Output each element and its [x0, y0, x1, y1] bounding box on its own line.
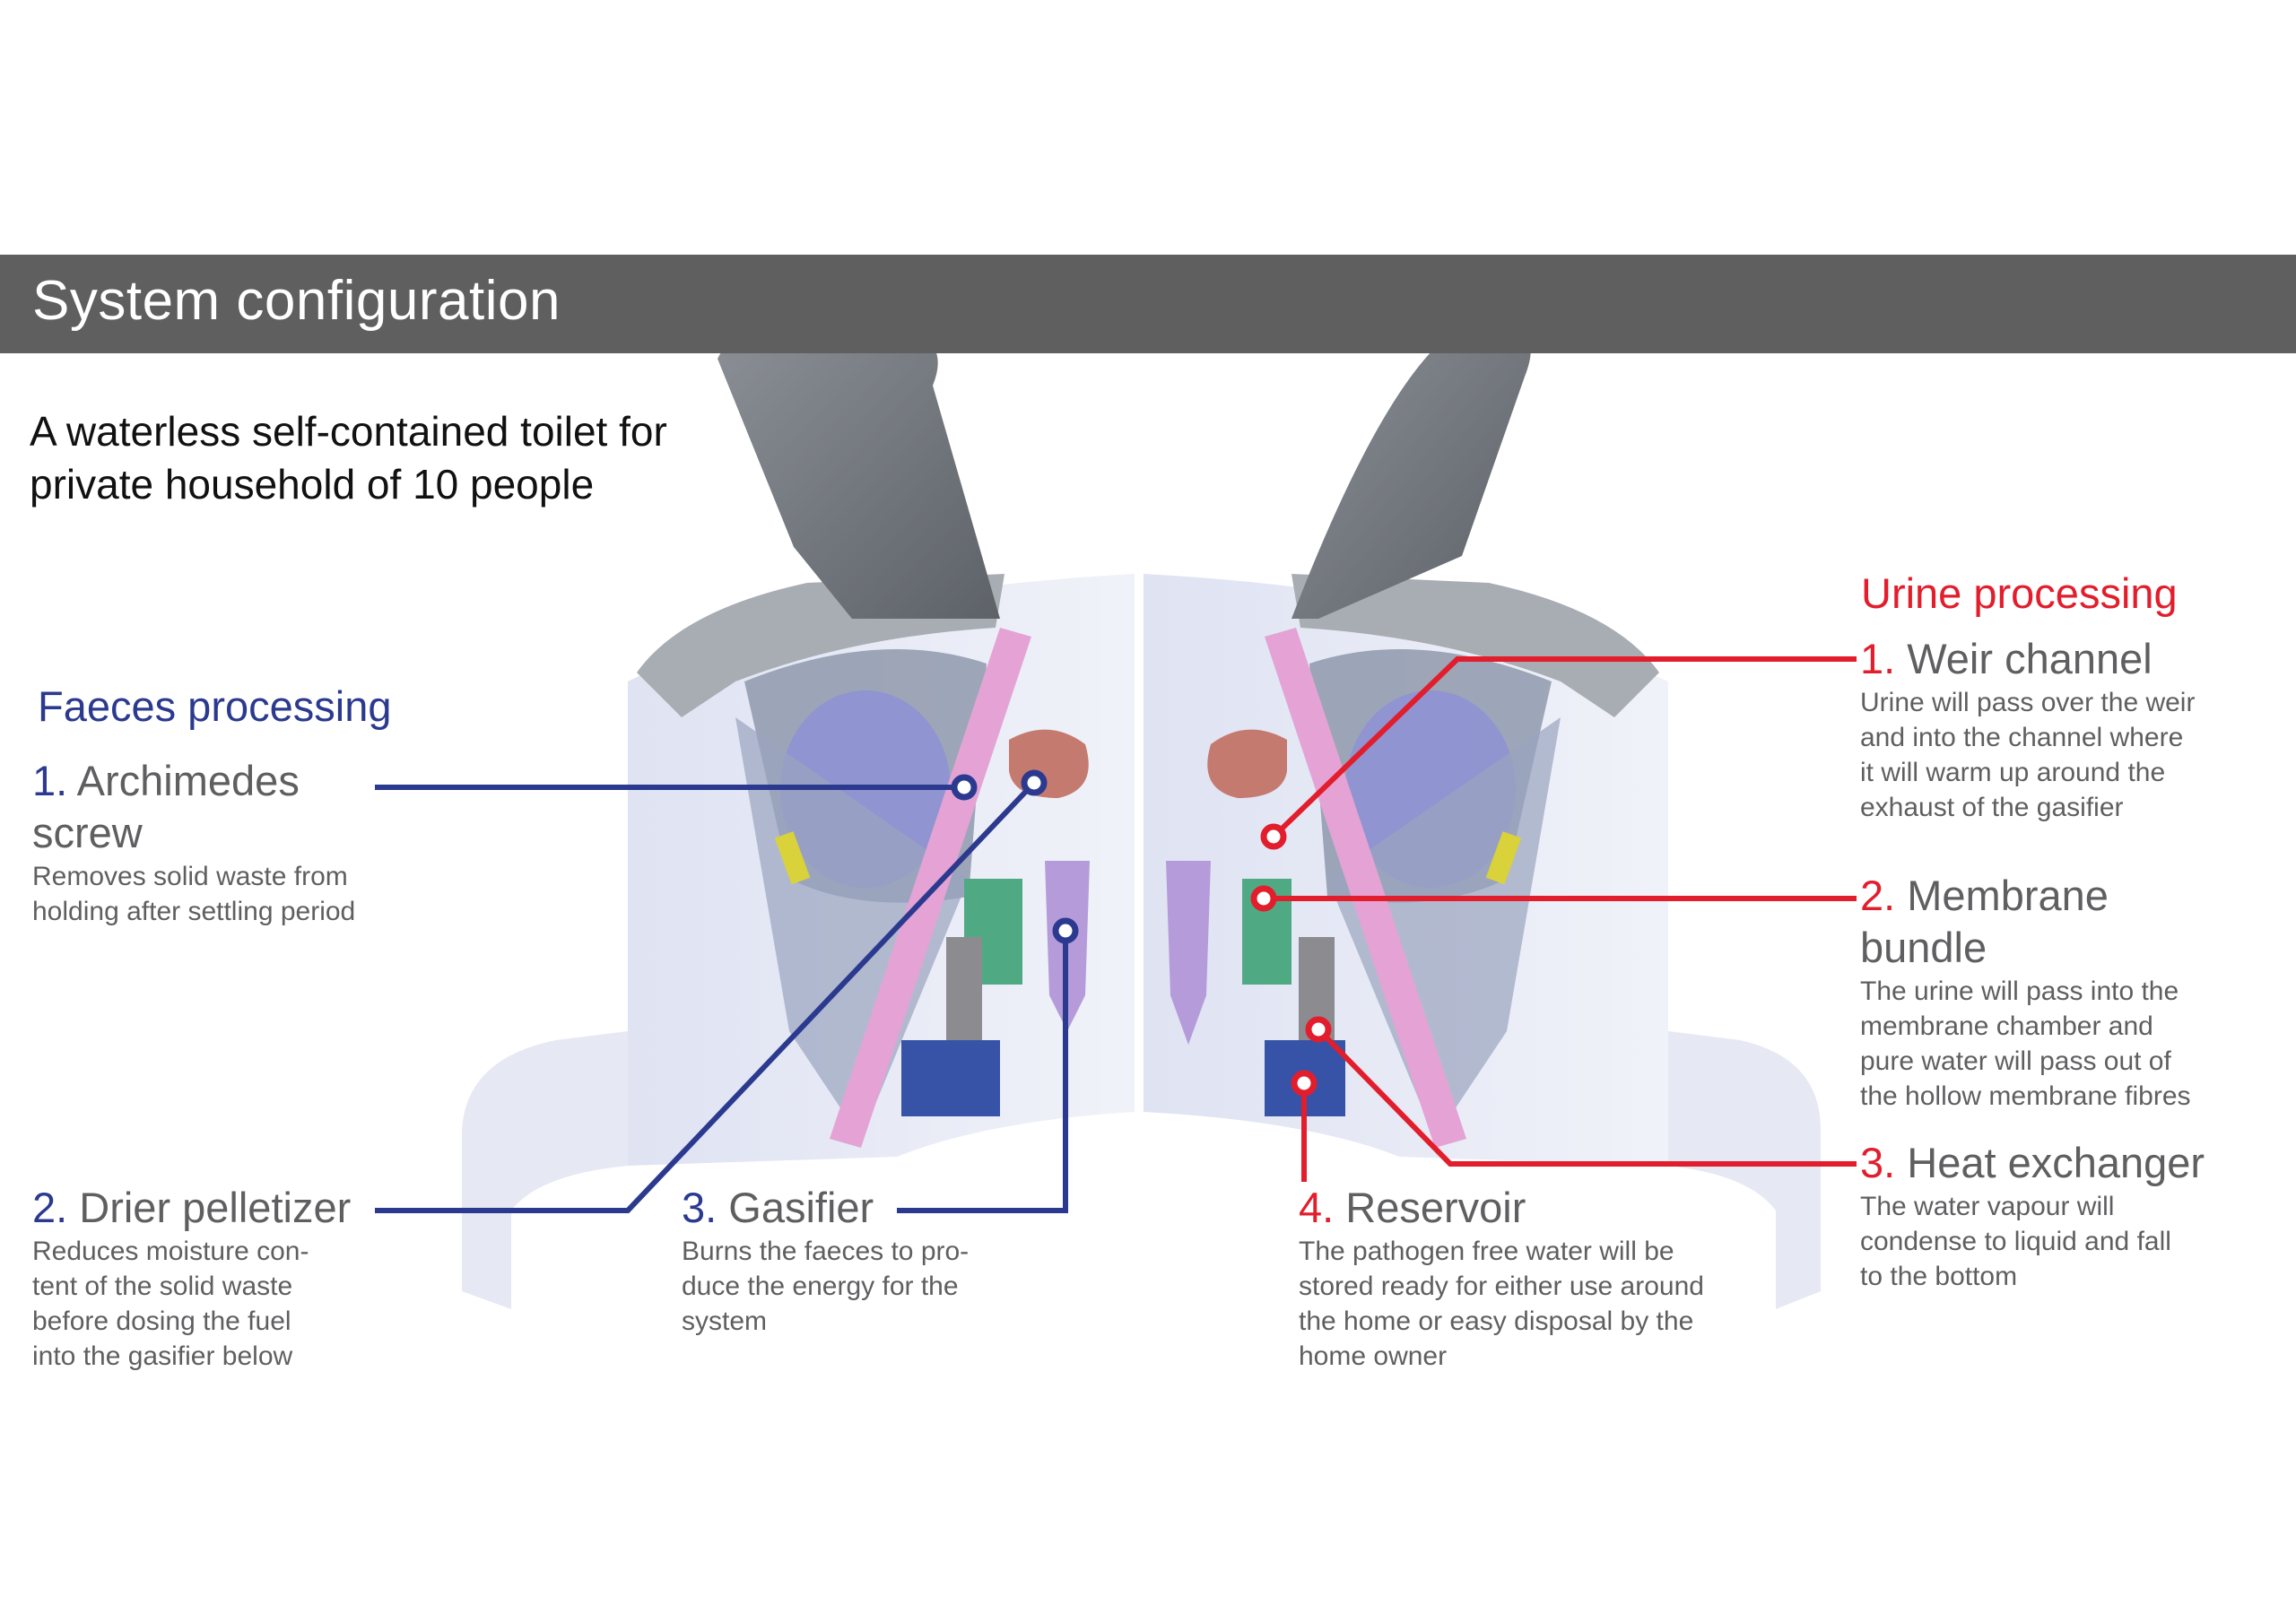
- item-description: The pathogen free water will be stored re…: [1299, 1234, 1704, 1374]
- desc-line: Urine will pass over the weir: [1860, 688, 2196, 717]
- item-description: Removes solid waste from holding after se…: [32, 859, 355, 929]
- desc-line: membrane chamber and: [1860, 1011, 2153, 1041]
- right-gasifier: [1166, 861, 1211, 1045]
- item-description: Burns the faeces to pro-duce the energy …: [682, 1234, 969, 1339]
- desc-line: system: [682, 1306, 768, 1336]
- right-auger: [1265, 628, 1466, 1148]
- urine-heading: Urine processing: [1861, 569, 2178, 617]
- desc-line: into the gasifier below: [32, 1341, 293, 1371]
- item-number: 3.: [1860, 1139, 1896, 1186]
- right-base-flare: [1668, 1031, 1821, 1309]
- leader-drier-pelletizer: [375, 780, 1037, 1213]
- desc-line: to the bottom: [1860, 1262, 2018, 1291]
- desc-line: stored ready for either use around: [1299, 1271, 1704, 1301]
- dot-gasifier: [1052, 917, 1079, 944]
- right-lid: [1292, 325, 1531, 619]
- urine-item-heat-exchanger: 3. Heat exchanger The water vapour will c…: [1860, 1137, 2205, 1294]
- left-auger: [830, 628, 1031, 1148]
- desc-line: Removes solid waste from: [32, 862, 348, 891]
- item-title: 3. Heat exchanger: [1860, 1137, 2205, 1189]
- desc-line: the hollow membrane fibres: [1860, 1081, 2191, 1111]
- desc-line: The urine will pass into the: [1860, 976, 2179, 1006]
- subtitle: A waterless self-contained toilet for pr…: [30, 408, 667, 508]
- faeces-leaders: [375, 780, 1068, 1213]
- desc-line: duce the energy for the: [682, 1271, 959, 1301]
- left-weir: [1009, 729, 1089, 798]
- item-title: 2. Drier pelletizer: [32, 1182, 351, 1234]
- left-yellow-part: [774, 831, 811, 885]
- item-title-text: Drier pelletizer: [79, 1184, 352, 1231]
- right-weir: [1207, 729, 1287, 798]
- item-title-text: Archimedes: [76, 757, 300, 804]
- desc-line: the home or easy disposal by the: [1299, 1306, 1694, 1336]
- desc-line: it will warm up around the: [1860, 758, 2166, 787]
- urine-item-membrane-bundle: 2. Membrane bundle The urine will pass in…: [1860, 870, 2191, 1114]
- right-unit: [1144, 325, 1821, 1309]
- desc-line: home owner: [1299, 1341, 1448, 1371]
- item-number: 2.: [32, 1184, 68, 1231]
- item-description: Urine will pass over the weir and into th…: [1860, 685, 2195, 825]
- item-description: The urine will pass into the membrane cha…: [1860, 974, 2191, 1114]
- dot-drier-pelletizer: [1021, 769, 1048, 796]
- item-title-text-line2: bundle: [1860, 924, 1987, 971]
- desc-line: tent of the solid waste: [32, 1271, 293, 1301]
- leader-gasifier: [897, 931, 1068, 1213]
- urine-leaders: [1264, 656, 1857, 1182]
- left-lid: [718, 326, 1000, 619]
- item-number: 2.: [1860, 872, 1896, 919]
- item-title-text: Weir channel: [1907, 635, 2152, 682]
- left-base-flare: [462, 1031, 628, 1309]
- item-number: 1.: [32, 757, 68, 804]
- dot-heat-exchanger: [1305, 1016, 1332, 1043]
- item-title: 4. Reservoir: [1299, 1182, 1704, 1234]
- item-title-text: Membrane: [1907, 872, 2109, 919]
- item-title-text: Gasifier: [728, 1184, 874, 1231]
- desc-line: condense to liquid and fall: [1860, 1227, 2171, 1256]
- desc-line: Reduces moisture con-: [32, 1237, 309, 1266]
- desc-line: holding after settling period: [32, 897, 356, 926]
- dot-weir-channel: [1260, 823, 1287, 850]
- dot-membrane-bundle: [1250, 885, 1277, 912]
- urine-item-reservoir: 4. Reservoir The pathogen free water wil…: [1299, 1182, 1704, 1374]
- faeces-heading: Faeces processing: [38, 682, 392, 730]
- item-title: 1. Weir channel: [1860, 633, 2195, 685]
- item-description: Reduces moisture con-tent of the solid w…: [32, 1234, 351, 1374]
- desc-line: before dosing the fuel: [32, 1306, 291, 1336]
- urine-item-weir-channel: 1. Weir channel Urine will pass over the…: [1860, 633, 2195, 825]
- item-title-text: Heat exchanger: [1907, 1139, 2205, 1186]
- desc-line: The pathogen free water will be: [1299, 1237, 1674, 1266]
- item-title: 3. Gasifier: [682, 1182, 969, 1234]
- faeces-item-gasifier: 3. Gasifier Burns the faeces to pro-duce…: [682, 1182, 969, 1339]
- dot-archimedes-screw: [951, 774, 978, 801]
- left-reservoir: [901, 1040, 1000, 1116]
- desc-line: The water vapour will: [1860, 1192, 2115, 1221]
- desc-line: pure water will pass out of: [1860, 1046, 2171, 1076]
- item-number: 1.: [1860, 635, 1896, 682]
- desc-line: exhaust of the gasifier: [1860, 793, 2124, 822]
- leader-weir-channel: [1271, 656, 1857, 839]
- item-title: 1. Archimedes screw: [32, 755, 355, 859]
- title-bar: [0, 255, 2296, 353]
- urine-leader-dots: [1250, 823, 1332, 1097]
- desc-line: and into the channel where: [1860, 723, 2184, 752]
- faeces-item-archimedes-screw: 1. Archimedes screw Removes solid waste f…: [32, 755, 355, 929]
- faeces-leader-dots: [951, 769, 1079, 944]
- dot-reservoir: [1291, 1070, 1318, 1097]
- item-title: 2. Membrane bundle: [1860, 870, 2191, 974]
- item-number: 4.: [1299, 1184, 1335, 1231]
- right-seat: [1292, 574, 1659, 717]
- right-yellow-part: [1485, 831, 1522, 885]
- desc-line: Burns the faeces to pro-: [682, 1237, 970, 1266]
- item-title-text-line2: screw: [32, 809, 143, 856]
- item-number: 3.: [682, 1184, 718, 1231]
- leader-heat-exchanger: [1316, 1027, 1857, 1167]
- item-description: The water vapour will condense to liquid …: [1860, 1189, 2205, 1294]
- right-funnel: [1327, 717, 1561, 1139]
- item-title-text: Reservoir: [1345, 1184, 1526, 1231]
- page-title: System configuration: [32, 270, 561, 332]
- faeces-item-drier-pelletizer: 2. Drier pelletizer Reduces moisture con…: [32, 1182, 351, 1374]
